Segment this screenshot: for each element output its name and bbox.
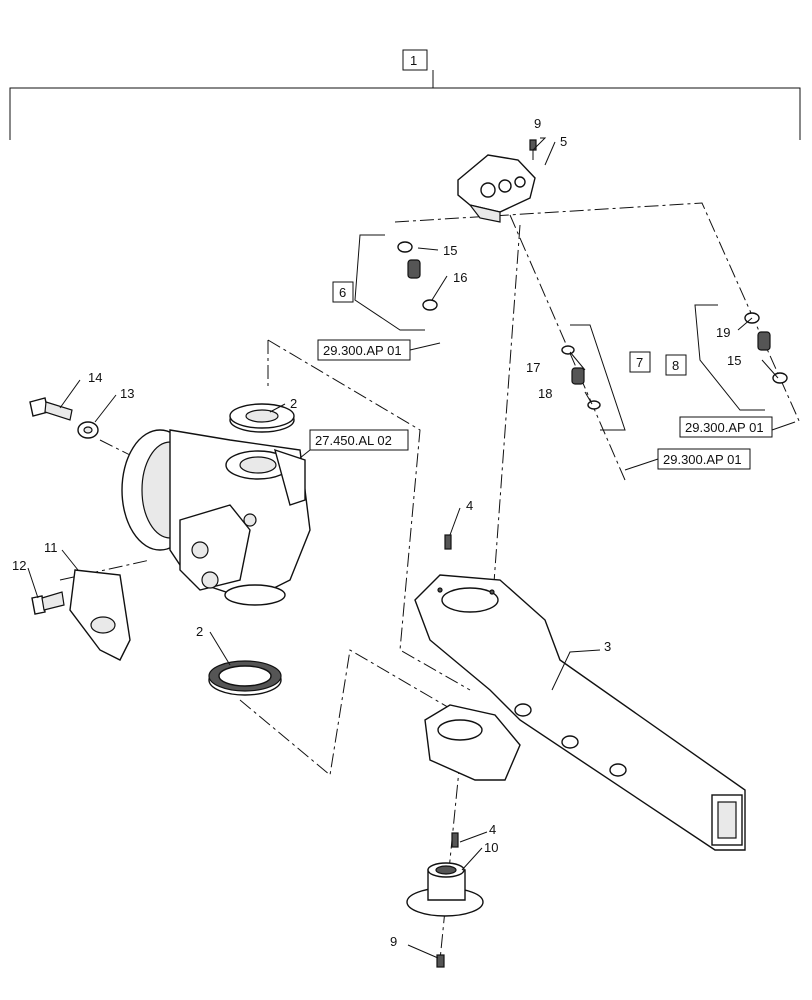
bolt-part-14	[29, 397, 73, 421]
washer-part-13	[77, 421, 99, 439]
callout-19: 19	[716, 325, 730, 340]
callout-8: 8	[672, 358, 679, 373]
reference-29-300-ap-01-middle: 29.300.AP 01	[663, 452, 742, 467]
callout-15-left: 15	[443, 243, 457, 258]
bracket-part-11	[69, 569, 131, 661]
fitting-group-7	[561, 324, 651, 431]
assembly-bracket	[9, 49, 801, 140]
callout-9-lower: 9	[390, 934, 397, 949]
reference-boxes	[299, 339, 796, 471]
pin-part-4-lower	[451, 832, 459, 848]
callout-box-1	[402, 49, 428, 71]
fitting-group-8	[665, 304, 788, 411]
callout-6: 6	[339, 285, 346, 300]
reference-29-300-ap-01-right: 29.300.AP 01	[685, 420, 764, 435]
reference-labels: 29.300.AP 01 27.450.AL 02 29.300.AP 01 2…	[315, 343, 764, 467]
callout-3: 3	[604, 639, 611, 654]
callout-15-right: 15	[727, 353, 741, 368]
callout-box-6	[332, 281, 354, 303]
reference-27-450-al-02: 27.450.AL 02	[315, 433, 392, 448]
callout-16: 16	[453, 270, 467, 285]
callout-4-upper: 4	[466, 498, 473, 513]
leader-lines	[27, 137, 779, 959]
callout-17: 17	[526, 360, 540, 375]
seal-part-2-upper	[229, 403, 295, 433]
callout-12: 12	[12, 558, 26, 573]
callout-7: 7	[636, 355, 643, 370]
callout-11: 11	[44, 540, 58, 555]
valve-block-part-5	[457, 139, 537, 223]
screw-part-9-lower	[436, 954, 445, 968]
callout-1: 1	[410, 53, 417, 68]
reference-29-300-ap-01-left: 29.300.AP 01	[323, 343, 402, 358]
callout-4-lower: 4	[489, 822, 496, 837]
callout-13: 13	[120, 386, 134, 401]
callout-2-lower: 2	[196, 624, 203, 639]
callout-14: 14	[88, 370, 102, 385]
steering-housing	[121, 429, 311, 606]
callout-box-7	[629, 351, 651, 373]
bushing-part-10	[406, 862, 484, 917]
callout-box-8	[665, 354, 687, 376]
fitting-group-6	[332, 234, 438, 331]
center-lines	[59, 202, 801, 961]
pin-part-4-upper	[444, 534, 452, 550]
callout-2-upper: 2	[290, 396, 297, 411]
drawbar-part-3	[414, 574, 746, 851]
callout-labels: 1 9 5 15 16 6 19 15 8 17 7 18 14 13 2 4 …	[12, 53, 741, 949]
seal-part-2-lower	[208, 660, 282, 696]
callout-9-upper: 9	[534, 116, 541, 131]
callout-18: 18	[538, 386, 552, 401]
callout-5: 5	[560, 134, 567, 149]
callout-10: 10	[484, 840, 498, 855]
bolt-part-12	[31, 591, 65, 615]
